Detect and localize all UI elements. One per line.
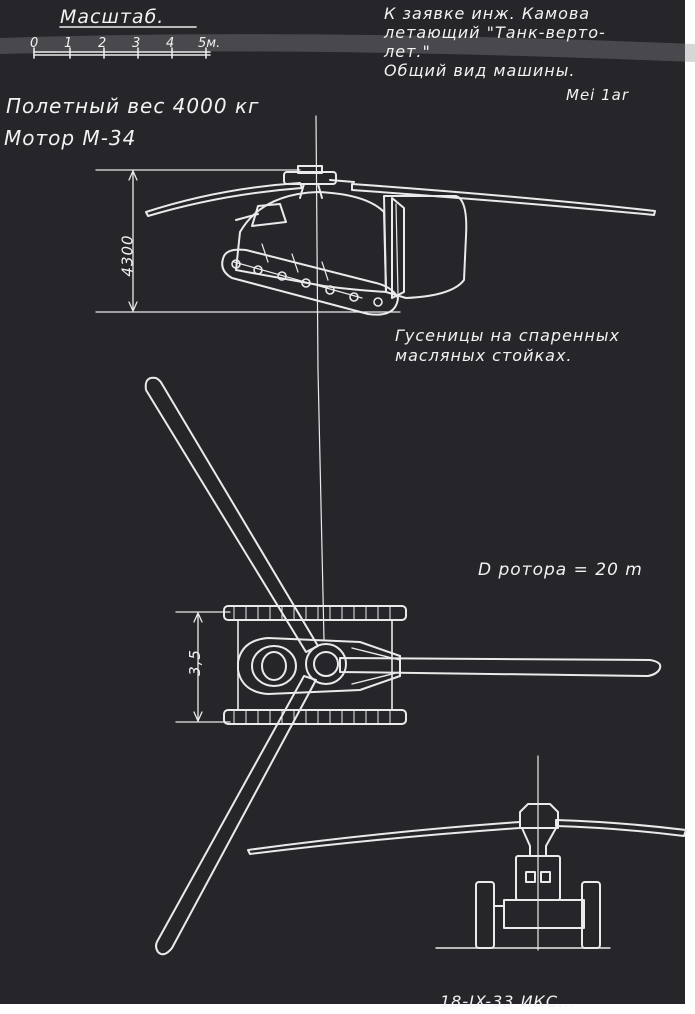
front-mast: [521, 827, 557, 857]
side-suspension-struts: [261, 243, 329, 281]
top-rotor-hub: [305, 643, 347, 685]
title-block: К заявке инж. Камова летающий "Танк-верт…: [384, 4, 684, 80]
scale-tick-1: 1: [64, 36, 73, 51]
rotor-blade-lower: [155, 675, 317, 956]
track-treads: [233, 605, 391, 725]
scale-tick-2: 2: [98, 36, 107, 51]
rotor-blade-upper: [144, 376, 319, 653]
signature-top: Mei 1ar: [566, 86, 630, 104]
side-turret: [251, 203, 287, 227]
scale-tick-4: 4: [166, 36, 175, 51]
width-dimension: 3,5: [185, 649, 204, 676]
side-track: [221, 248, 399, 316]
top-turret: [251, 645, 297, 687]
tracks-note: Гусеницы на спаренных масляных стойках.: [395, 326, 695, 366]
title-line-1: К заявке инж. Камова: [384, 4, 591, 23]
side-centerline: [315, 115, 319, 371]
paper-edge-right: [685, 0, 695, 1014]
title-line-4: Общий вид машины.: [384, 61, 576, 80]
title-line-3: лет.": [384, 42, 431, 61]
paper-edge-bottom: [0, 1004, 695, 1014]
height-dimension: 4300: [118, 234, 137, 277]
scale-bar: [33, 26, 211, 59]
flight-weight-label: Полетный вес 4000 кг: [6, 94, 260, 118]
scale-tick-0: 0: [30, 36, 39, 51]
motor-label: Мотор М-34: [4, 126, 137, 150]
width-dimension-lines: [175, 611, 231, 723]
height-dimension-lines: [95, 169, 401, 313]
front-track-left: [475, 881, 495, 949]
side-road-wheels: [231, 259, 383, 307]
side-engine-nacelle: [383, 195, 468, 299]
top-track-lower: [223, 709, 407, 725]
top-centerline: [317, 369, 325, 641]
front-rotor-blade-right: [555, 819, 687, 837]
front-rotor-hub: [519, 803, 559, 829]
side-rotor-blade-right: [351, 183, 656, 216]
scale-label: Масштаб.: [60, 6, 165, 28]
rotor-diameter-note: D ротора = 20 m: [478, 560, 643, 580]
scale-tick-5: 5м.: [198, 36, 221, 51]
front-rotor-blade-left: [247, 821, 521, 855]
top-view: [144, 369, 662, 956]
tracks-note-line-2: масляных стойках.: [395, 346, 573, 365]
front-view: [247, 755, 687, 951]
tracks-note-line-1: Гусеницы на спаренных: [395, 326, 620, 345]
fold-streak: [0, 34, 695, 62]
title-line-2: летающий "Танк-верто-: [384, 23, 606, 42]
top-track-upper: [223, 605, 407, 621]
date-signature: 18-IX-33 ИКС...: [440, 992, 577, 1011]
scale-tick-3: 3: [132, 36, 141, 51]
front-track-right: [581, 881, 601, 949]
side-view: [95, 115, 656, 371]
rotor-blade-right: [339, 657, 662, 677]
side-hull: [235, 191, 387, 293]
